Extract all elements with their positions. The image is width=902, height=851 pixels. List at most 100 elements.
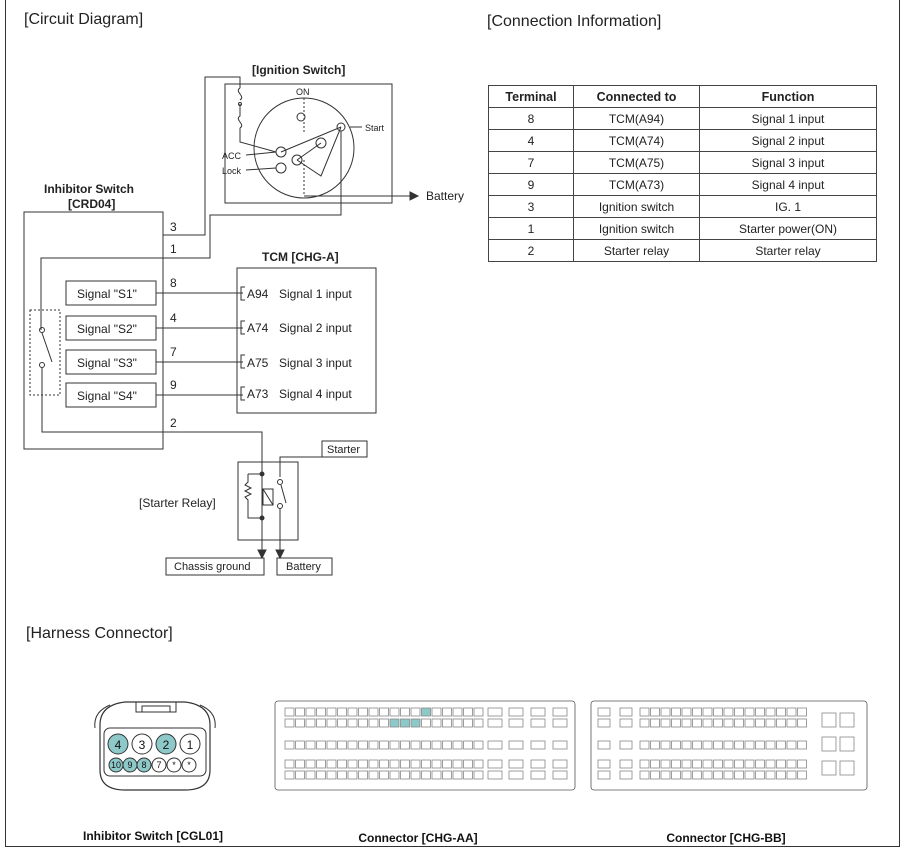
connector-pin-cell xyxy=(421,718,431,728)
connector-pin-cell xyxy=(786,759,797,769)
connector-pin-cell xyxy=(452,740,463,750)
connector-pin-cell xyxy=(442,707,452,717)
connector-pin-cell xyxy=(284,740,295,750)
table-cell: Signal 3 input xyxy=(699,151,877,174)
connector-pin-cell xyxy=(755,759,765,769)
connector-pin-cell xyxy=(744,718,755,728)
connector-pin-cell xyxy=(776,707,786,717)
connector-pin-cell xyxy=(452,718,463,728)
connector-pin-cell xyxy=(692,759,702,769)
connector-pin-cell xyxy=(619,770,633,780)
connector-pin-cell xyxy=(431,770,442,780)
inhibitor-pin-1: 1 xyxy=(187,738,194,752)
connector-pin-cell xyxy=(713,718,723,728)
connector-pin-cell xyxy=(821,760,837,776)
inhibitor-pin-10: 10 xyxy=(111,760,121,770)
table-cell: Signal 4 input xyxy=(699,173,877,196)
ignition-switch-label: [Ignition Switch] xyxy=(252,63,345,77)
connector-pin-cell xyxy=(744,740,755,750)
inhibitor-pin-3: 3 xyxy=(139,738,146,752)
circuit-diagram-title: [Circuit Diagram] xyxy=(24,11,144,28)
connector-pin-cell xyxy=(305,770,316,780)
connector-pin-cell xyxy=(755,740,765,750)
connector-pin-cell xyxy=(765,718,776,728)
connector-pin-cell xyxy=(389,718,400,728)
connector-pin-cell xyxy=(530,707,546,717)
ignition-dial xyxy=(253,97,355,199)
lock-label: Lock xyxy=(222,166,242,176)
connector-pin-cell xyxy=(326,707,337,717)
connector-pin-cell xyxy=(797,759,807,769)
connector-pin-cell xyxy=(530,759,546,769)
connector-pin-cell xyxy=(619,759,633,769)
connector-pin-cell xyxy=(473,740,484,750)
connector-pin-cell xyxy=(463,759,473,769)
table-cell: Signal 2 input xyxy=(699,129,877,152)
connector-pin-cell xyxy=(284,718,295,728)
connector-pin-cell xyxy=(765,740,776,750)
connector-pin-cell xyxy=(755,770,765,780)
table-cell: Ignition switch xyxy=(573,195,700,218)
signal-s2-pin: 4 xyxy=(170,311,177,325)
connector-pin-cell xyxy=(671,707,681,717)
connector-pin-cell xyxy=(473,707,484,717)
connector-pin-cell xyxy=(442,718,452,728)
connector-pin-cell xyxy=(389,740,400,750)
connector-pin-cell xyxy=(597,707,611,717)
connector-pin-cell xyxy=(368,759,379,769)
connector-pin-cell xyxy=(552,707,568,717)
connector-pin-cell xyxy=(723,759,734,769)
inhibitor-switch-connector xyxy=(94,701,216,791)
starter-label: Starter xyxy=(327,444,360,456)
connector-pin-cell xyxy=(776,759,786,769)
connector-pin-cell xyxy=(552,718,568,728)
connection-information-title: [Connection Information] xyxy=(487,13,662,30)
connector-pin-cell xyxy=(530,740,546,750)
connector-pin-cell xyxy=(442,770,452,780)
acc-label: ACC xyxy=(222,151,242,161)
connector-pin-cell xyxy=(660,759,671,769)
chg-aa-connector-label: Connector [CHG-AA] xyxy=(358,831,477,845)
connector-pin-cell xyxy=(597,718,611,728)
inhibitor-pin-2: 2 xyxy=(163,738,170,752)
inhibitor-pin-8: 8 xyxy=(141,760,146,770)
connector-pin-cell xyxy=(713,770,723,780)
connector-pin-cell xyxy=(744,759,755,769)
table-cell: 2 xyxy=(488,239,574,262)
connector-pin-cell xyxy=(639,759,650,769)
connector-pin-cell xyxy=(797,740,807,750)
connector-pin-cell xyxy=(786,718,797,728)
connector-pin-cell xyxy=(681,718,692,728)
connector-pin-cell xyxy=(326,718,337,728)
inhibitor-switch-box xyxy=(23,211,164,450)
connector-pin-cell xyxy=(619,707,633,717)
connector-pin-cell xyxy=(379,759,389,769)
tcm-label: TCM [CHG-A] xyxy=(262,250,339,264)
connector-pin-cell xyxy=(639,707,650,717)
signal-s4-pin: 9 xyxy=(170,378,177,392)
pin-2-label: 2 xyxy=(170,416,177,430)
connector-pin-cell xyxy=(552,740,568,750)
connector-pin-cell xyxy=(421,707,431,717)
starter-box xyxy=(321,440,368,458)
connector-pin-cell xyxy=(463,718,473,728)
connector-pin-cell xyxy=(337,770,347,780)
connector-pin-cell xyxy=(316,718,326,728)
ignition-switch-box xyxy=(224,83,393,204)
tcm-pin-a74: A74 xyxy=(247,321,269,335)
connector-pin-cell xyxy=(660,707,671,717)
connector-pin-cell xyxy=(755,718,765,728)
connector-pin-cell xyxy=(463,740,473,750)
connector-pin-cell xyxy=(776,770,786,780)
connector-pin-cell xyxy=(421,770,431,780)
connector-pin-cell xyxy=(765,770,776,780)
on-label: ON xyxy=(296,87,310,97)
connector-pin-cell xyxy=(744,707,755,717)
table-cell: 8 xyxy=(488,107,574,130)
connector-pin-cell xyxy=(839,736,855,752)
connector-pin-cell xyxy=(650,707,660,717)
connector-pin-cell xyxy=(337,740,347,750)
